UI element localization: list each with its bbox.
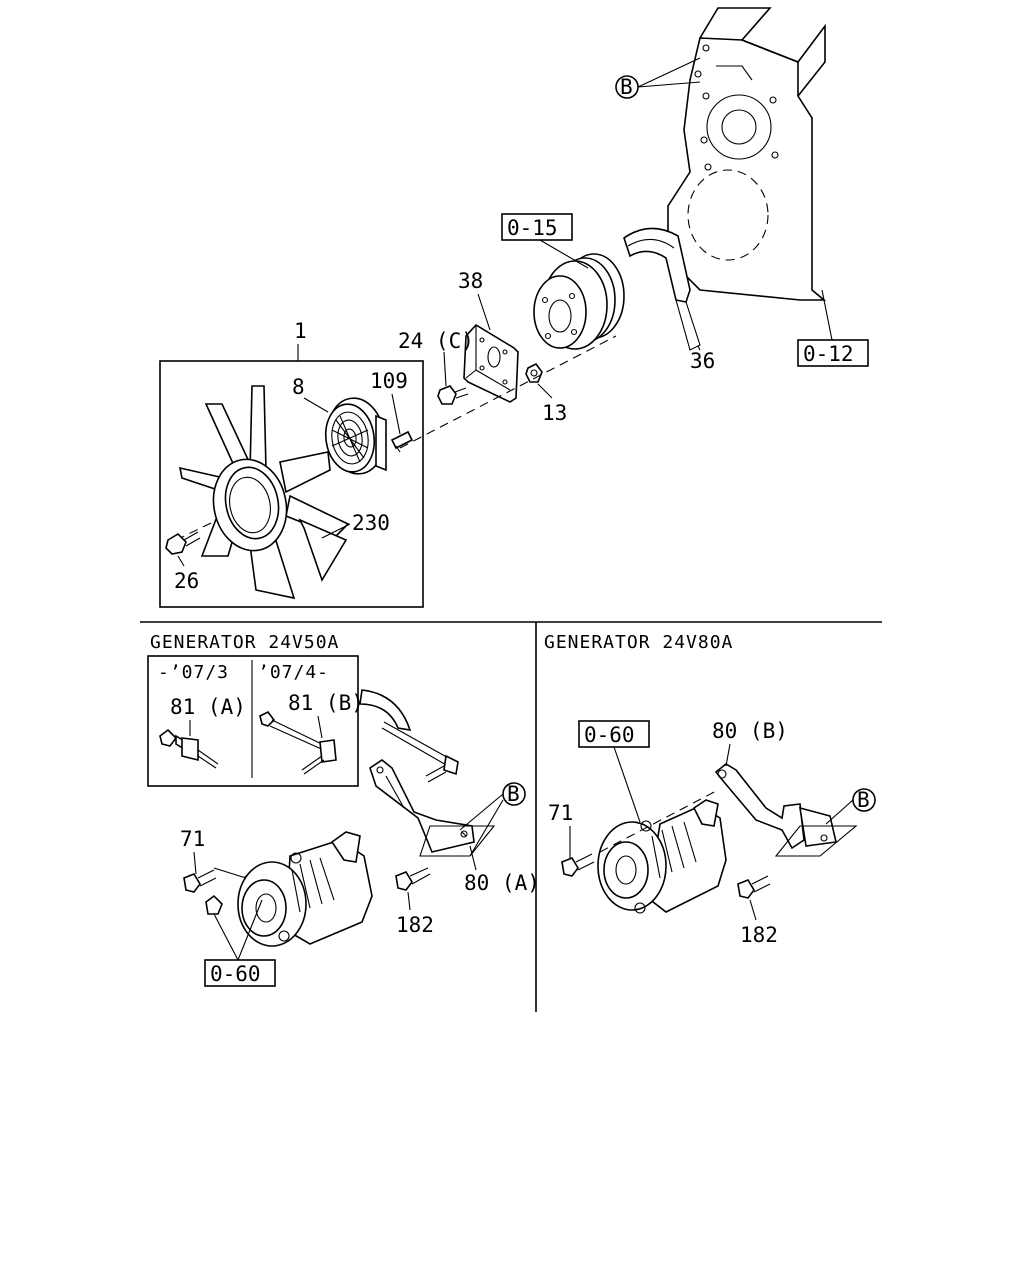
transition-arrow <box>359 689 412 732</box>
mount-axis-line <box>599 789 719 853</box>
leader-80b <box>725 743 731 767</box>
label-71-right: 71 <box>548 801 573 825</box>
date-range-after: ’07/4- <box>258 662 329 683</box>
fan-clutch-drawing <box>324 397 387 475</box>
leader-38 <box>477 293 491 331</box>
label-80a: 80 (A) <box>464 871 540 895</box>
label-182-left: 182 <box>396 913 434 937</box>
adjust-bolt-81a-drawing <box>159 728 219 769</box>
bolt-182-right-drawing <box>737 875 771 899</box>
svg-text:0-60: 0-60 <box>210 962 261 986</box>
svg-text:B: B <box>620 75 633 99</box>
crank-pulley-drawing <box>533 253 625 350</box>
assembly-axis-line <box>399 335 617 449</box>
label-80b: 80 (B) <box>712 719 788 743</box>
engine-block-drawing <box>667 7 827 301</box>
label-8: 8 <box>292 375 305 399</box>
bolt-24c-drawing <box>437 385 469 405</box>
bracket-80a-drawing <box>369 759 475 853</box>
label-26: 26 <box>174 569 199 593</box>
svg-text:0-12: 0-12 <box>803 342 854 366</box>
leader-24c <box>443 351 447 387</box>
label-1: 1 <box>294 319 307 343</box>
bracket-80b-drawing <box>714 763 837 850</box>
fan-assembly-box <box>159 360 424 608</box>
label-182-right: 182 <box>740 923 778 947</box>
svg-text:B: B <box>507 782 520 806</box>
bolt-71-right-drawing <box>561 853 595 877</box>
svg-text:0-60: 0-60 <box>584 723 635 747</box>
fan-spacer-drawing <box>463 323 519 403</box>
adjust-rod-drawing <box>381 721 459 783</box>
label-109: 109 <box>370 369 408 393</box>
leader-80a <box>469 845 477 871</box>
bolt-71-left-drawing <box>183 869 217 893</box>
leader-26 <box>177 555 185 567</box>
ref-box-0-60-left: 0-60 <box>204 899 276 987</box>
section-title-24v80a: GENERATOR 24V80A <box>544 632 733 653</box>
generator-24v80a-drawing <box>597 799 727 914</box>
marker-b-right: B <box>774 788 876 857</box>
svg-text:B: B <box>857 788 870 812</box>
leader-182-right <box>749 899 757 921</box>
label-38: 38 <box>458 269 483 293</box>
generator-24v50a-drawing <box>213 831 373 947</box>
leader-13 <box>537 383 553 399</box>
fan-belt-drawing <box>623 227 701 351</box>
label-36: 36 <box>690 349 715 373</box>
stud-109-drawing <box>390 430 414 453</box>
variant-box <box>147 655 359 787</box>
leader-81 <box>189 715 323 739</box>
marker-b-top: B <box>615 57 701 99</box>
leader-109 <box>391 393 401 435</box>
ref-box-0-15: 0-15 <box>501 213 589 269</box>
label-81b: 81 (B) <box>288 691 364 715</box>
bolt-182-left-drawing <box>395 867 431 891</box>
section-title-24v50a: GENERATOR 24V50A <box>150 632 339 653</box>
bolt-26-drawing <box>165 531 201 555</box>
nut-13-drawing <box>525 362 543 383</box>
ref-box-0-60-right: 0-60 <box>578 720 650 823</box>
label-13: 13 <box>542 401 567 425</box>
date-range-before: -’07/3 <box>158 662 229 683</box>
leader-230 <box>321 523 351 539</box>
svg-text:0-15: 0-15 <box>507 216 558 240</box>
ref-box-0-12: 0-12 <box>797 289 869 367</box>
marker-b-left: B <box>419 782 526 857</box>
leader-182-left <box>407 891 411 911</box>
leader-36 <box>697 345 701 351</box>
label-24c: 24 (C) <box>398 329 474 353</box>
cooling-fan-drawing <box>178 385 350 600</box>
leader-8 <box>303 397 329 413</box>
adjust-bolt-81b-drawing <box>259 710 337 775</box>
leader-71-left <box>193 851 197 875</box>
label-71-left: 71 <box>180 827 205 851</box>
label-81a: 81 (A) <box>170 695 246 719</box>
label-230: 230 <box>352 511 390 535</box>
nut-left-drawing <box>205 894 223 915</box>
